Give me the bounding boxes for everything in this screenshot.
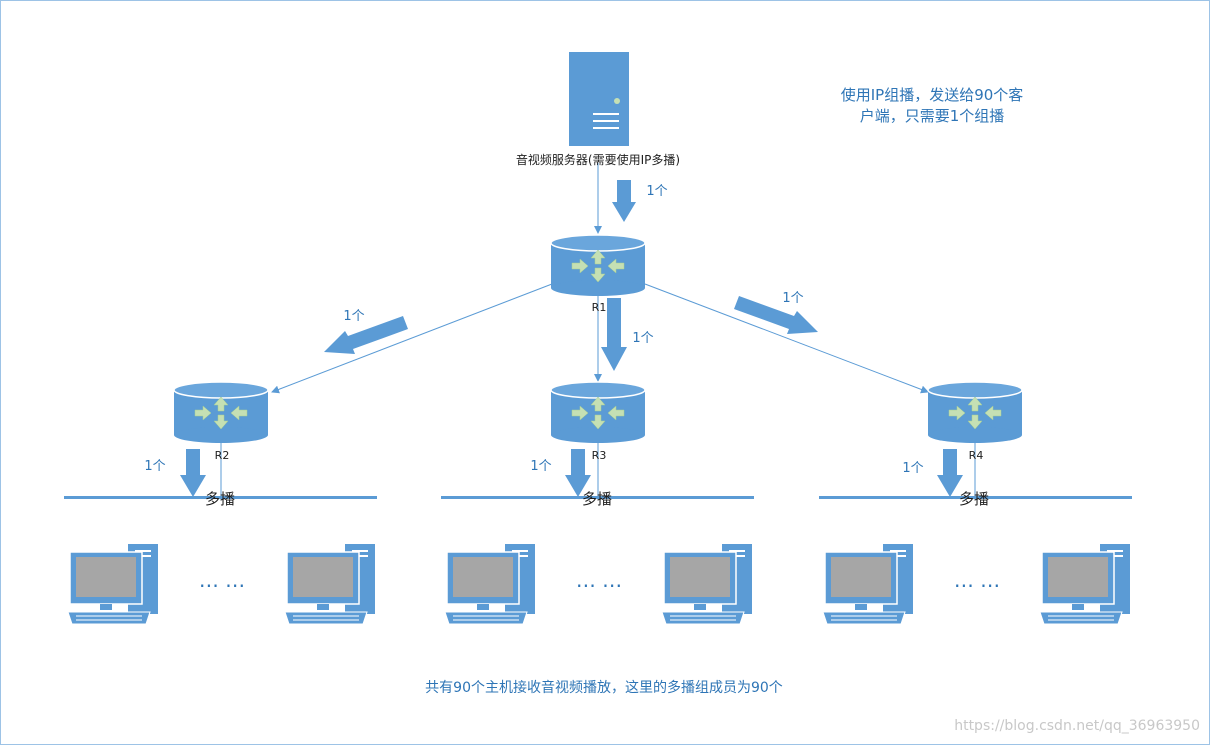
- multicast-bus-middle: [441, 496, 754, 499]
- router-label-r3: R3: [592, 449, 607, 462]
- multicast-label-left: 多播: [205, 490, 235, 508]
- ellipsis-middle: … …: [576, 568, 622, 592]
- router-r1-icon: [550, 234, 646, 297]
- watermark: https://blog.csdn.net/qq_36963950: [954, 718, 1200, 734]
- flow-arrow-r3-bus: [565, 449, 591, 497]
- count-label-r1-r4: 1个: [782, 291, 803, 306]
- flow-arrow-server-r1: [612, 180, 636, 222]
- multicast-label-middle: 多播: [582, 490, 612, 508]
- flow-arrow-r2-bus: [180, 449, 206, 497]
- count-label-r1-r2: 1个: [343, 309, 364, 324]
- server-label: 音视频服务器(需要使用IP多播): [516, 152, 680, 167]
- link-r1-r4: [644, 283, 929, 394]
- count-label-r4-bus: 1个: [902, 461, 923, 476]
- count-label-r1-r3: 1个: [632, 331, 653, 346]
- computer-icon: [1039, 543, 1131, 625]
- computer-icon: [284, 543, 376, 625]
- note-line-2: 户端，只需要1个组播: [860, 107, 1005, 125]
- router-r3-icon: [550, 381, 646, 444]
- flow-arrow-r1-r4: [734, 296, 818, 334]
- multicast-label-right: 多播: [959, 490, 989, 508]
- count-label-r2-bus: 1个: [144, 459, 165, 474]
- ellipsis-right: … …: [954, 568, 1000, 592]
- router-label-r4: R4: [969, 449, 984, 462]
- multicast-bus-right: [819, 496, 1132, 499]
- computer-icon: [67, 543, 159, 625]
- computer-icon: [444, 543, 536, 625]
- ellipsis-left: … …: [199, 568, 245, 592]
- router-label-r1: R1: [592, 301, 607, 314]
- server-tower-icon: [569, 52, 629, 146]
- footer-caption: 共有90个主机接收音视频播放，这里的多播组成员为90个: [425, 679, 783, 696]
- router-label-r2: R2: [215, 449, 230, 462]
- flow-arrow-r1-r3: [601, 298, 627, 371]
- multicast-bus-left: [64, 496, 377, 499]
- note-line-1: 使用IP组播，发送给90个客: [841, 86, 1024, 104]
- router-r2-icon: [173, 381, 269, 444]
- router-r4-icon: [927, 381, 1023, 444]
- flow-arrow-r4-bus: [937, 449, 963, 497]
- computer-icon: [661, 543, 753, 625]
- computer-icon: [822, 543, 914, 625]
- link-r1-r2: [271, 283, 553, 394]
- count-label-server-r1: 1个: [646, 184, 667, 199]
- flow-arrow-r1-r2: [324, 316, 408, 354]
- count-label-r3-bus: 1个: [530, 459, 551, 474]
